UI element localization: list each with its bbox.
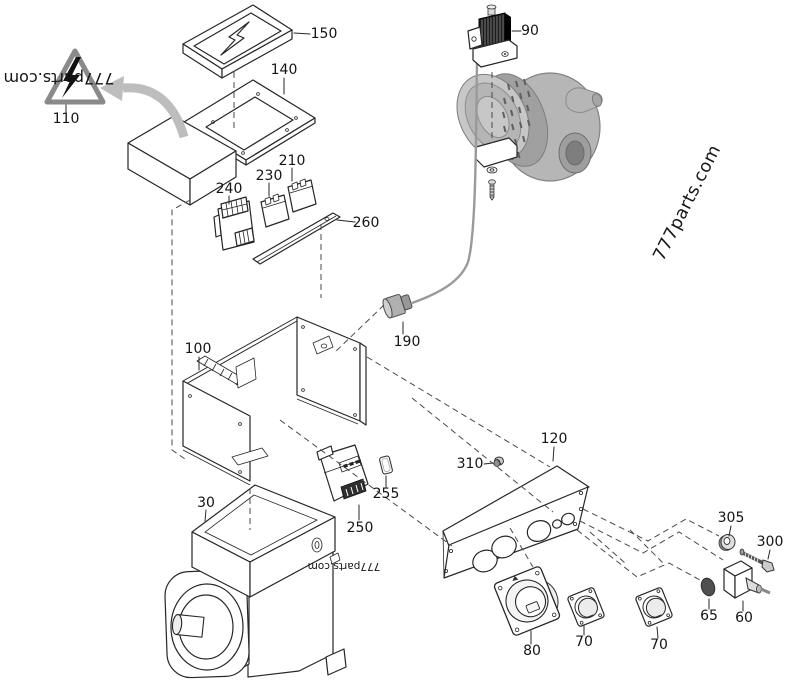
part-240-din-module [213, 196, 255, 251]
construction-lines [171, 72, 724, 581]
part-label-70b: 70 [650, 637, 668, 653]
part-230-relay-module [260, 193, 290, 228]
part-65-blanking-cap [700, 577, 716, 597]
part-label-190: 190 [394, 334, 421, 350]
solenoid-cable [411, 61, 479, 305]
part-30-generator [164, 484, 347, 679]
part-label-80: 80 [523, 643, 541, 659]
lightning-bolt-icon [62, 57, 81, 98]
part-label-120: 120 [541, 431, 568, 447]
watermark-777parts-right: 777parts.com [650, 142, 726, 265]
part-label-310: 310 [457, 456, 484, 472]
part-label-260: 260 [353, 215, 380, 231]
mounting-screw [488, 179, 496, 201]
part-305-washer [718, 534, 736, 551]
part-70-socket-b [635, 587, 673, 627]
part-60-switch [723, 560, 771, 599]
lightning-bolt-logo [220, 21, 250, 56]
part-150-top-cover [182, 4, 293, 79]
high-voltage-warning-sign [44, 48, 106, 105]
part-label-230: 230 [256, 168, 283, 184]
part-label-110: 110 [53, 111, 80, 127]
part-label-210: 210 [279, 153, 306, 169]
part-255-cap [379, 455, 393, 475]
part-80-cee-socket [493, 566, 561, 636]
part-label-90: 90 [521, 23, 539, 39]
leader-lines [65, 30, 771, 645]
reference-arrow [100, 76, 189, 139]
part-label-255: 255 [373, 486, 400, 502]
part-210-relay-module [287, 178, 317, 213]
part-label-65: 65 [700, 608, 718, 624]
part-190-cable-connector [382, 293, 413, 319]
part-90-solenoid-valve [467, 4, 518, 68]
part-label-30: 30 [197, 495, 215, 511]
part-label-70a: 70 [575, 634, 593, 650]
part-70-socket-a [567, 587, 605, 627]
generator-shaft [171, 613, 205, 638]
part-label-250: 250 [347, 520, 374, 536]
electronics-cover-box [127, 115, 237, 206]
part-120-socket-panel [442, 465, 590, 579]
part-label-60: 60 [735, 610, 753, 626]
watermark-777parts-top-left: 777parts.com [4, 69, 115, 88]
part-label-140: 140 [271, 62, 298, 78]
part-label-300: 300 [757, 534, 784, 550]
watermark-777parts-middle: 777parts.com [308, 560, 381, 572]
part-310-screw [493, 456, 504, 467]
part-label-100: 100 [185, 341, 212, 357]
part-300-screw [739, 548, 775, 573]
part-250-relay [316, 444, 369, 502]
blower-assembly [456, 72, 603, 201]
part-label-240: 240 [216, 181, 243, 197]
part-label-305: 305 [718, 510, 745, 526]
part-labels: 150 140 110 240 230 210 260 90 190 100 3… [53, 23, 784, 659]
part-260-din-rail [252, 212, 341, 265]
part-label-150: 150 [311, 26, 338, 42]
